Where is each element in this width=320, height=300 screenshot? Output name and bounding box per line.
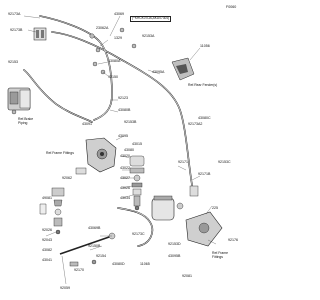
part-label: 43095B	[168, 254, 181, 258]
part-label: 43034	[120, 196, 130, 200]
part-label: 92150	[108, 75, 118, 79]
part-label: 92173B	[10, 28, 23, 32]
part-label: 92170	[74, 268, 84, 272]
part-label: 92173A	[8, 12, 21, 16]
part-label: 92059	[60, 286, 70, 290]
part-label: 23062A	[96, 26, 109, 30]
part-label: 11065	[140, 262, 150, 266]
part-label: 92123	[118, 96, 128, 100]
part-label: 43082	[42, 248, 52, 252]
push-rod	[59, 232, 116, 267]
part-label: 43080B	[118, 108, 131, 112]
part-label: 49081	[42, 196, 52, 200]
part-label: 92171	[178, 160, 188, 164]
part-label: 92153B	[124, 120, 137, 124]
banjo-bolts	[89, 27, 137, 75]
piston-kit	[39, 187, 65, 235]
part-label: 92043	[42, 238, 52, 242]
part-label: 43080C	[198, 116, 211, 120]
part-label: 43026	[120, 186, 130, 190]
part-label: 43015	[132, 142, 142, 146]
ref-rear-fender: Ref.Rear Fender(s)	[188, 83, 218, 87]
variant-note: (~KHCK07DA,AKD07304)	[130, 16, 172, 23]
brake-caliper-master	[75, 137, 117, 175]
ref-brake-piping: Ref.Brake Piping	[18, 117, 34, 125]
part-label: 92150B	[88, 244, 101, 248]
part-label: 43095A	[152, 70, 165, 74]
front-brake-hose	[39, 15, 113, 121]
reservoir-hose	[117, 207, 154, 247]
rear-fender-bracket	[171, 57, 195, 81]
part-label: 92176	[228, 238, 238, 242]
abs-unit	[7, 87, 31, 115]
part-label: 92153	[8, 60, 18, 64]
part-label: 92081	[182, 274, 192, 278]
part-label: 43041	[42, 258, 52, 262]
part-label: 225	[212, 206, 218, 210]
exploded-view-drawing	[7, 15, 223, 285]
part-label: 92154	[96, 254, 106, 258]
part-label: 43069B	[88, 226, 101, 230]
abs-to-master-hose	[23, 69, 93, 123]
part-label: 43020	[120, 154, 130, 158]
part-label: 11056	[200, 44, 210, 48]
part-label: 43080	[124, 148, 134, 152]
fluid-reservoir	[151, 195, 184, 221]
leader-lines	[23, 15, 217, 285]
part-label: 43080D	[112, 262, 125, 266]
part-label: 43091	[82, 122, 92, 126]
part-label: 43080A	[108, 59, 121, 63]
part-label: 1329	[114, 36, 122, 40]
part-label: 43022	[120, 166, 130, 170]
part-label: 92026	[42, 228, 52, 232]
part-label: 43027	[120, 176, 130, 180]
rear-master-cylinder	[185, 185, 223, 247]
part-label: 92173A2	[188, 122, 203, 126]
part-label: 92062	[62, 176, 72, 180]
ref-frame-fittings-left: Ref.Frame Fittings	[46, 151, 74, 155]
part-label: 43069	[114, 12, 124, 16]
part-label: 92173C	[132, 232, 145, 236]
hose-clamp	[33, 27, 47, 41]
diagram-code: F0060	[226, 5, 237, 9]
parts-diagram: F0060 (~KHCK07DA,AKD07304) Ref.Rear Fend…	[7, 5, 238, 290]
part-label: 92153D	[168, 242, 181, 246]
part-label: 92171B	[198, 172, 211, 176]
master-cylinder-parts	[129, 155, 145, 211]
part-label: 92153A	[142, 34, 155, 38]
part-label: 43095	[118, 134, 128, 138]
part-label: 92153C	[218, 160, 231, 164]
ref-frame-fittings-right: Ref.Frame Fittings	[212, 251, 229, 259]
